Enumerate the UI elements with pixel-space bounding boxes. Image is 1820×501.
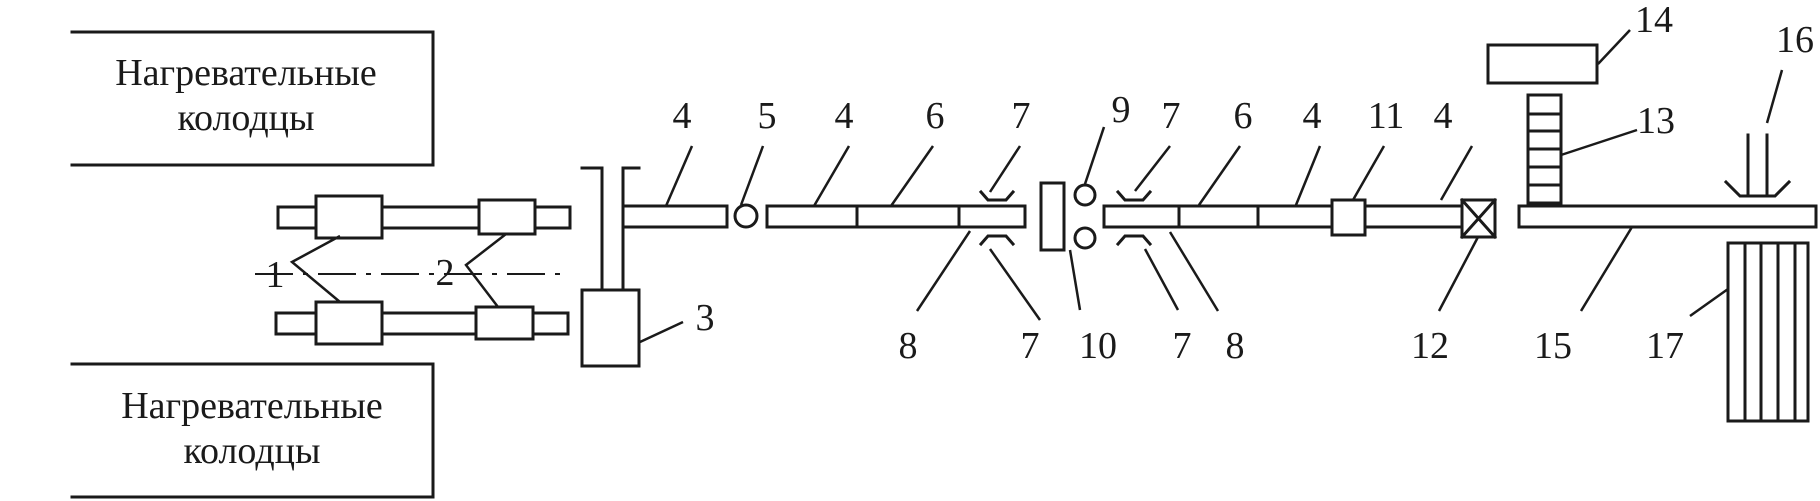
guide-7c <box>1115 189 1153 202</box>
label-17: 17 <box>1646 325 1684 367</box>
label-11: 11 <box>1368 95 1405 137</box>
guide-7d <box>1115 234 1153 247</box>
label-8a: 8 <box>899 325 918 367</box>
guide-7b <box>978 234 1016 247</box>
label-5: 5 <box>758 95 777 137</box>
label-15: 15 <box>1534 325 1572 367</box>
heating-pits-top-line1: Нагревательные <box>115 52 377 94</box>
shears-12 <box>1459 197 1498 240</box>
label-6a: 6 <box>926 95 945 137</box>
shears-11 <box>1330 198 1367 237</box>
label-7d: 7 <box>1173 325 1192 367</box>
label-7c: 7 <box>1162 95 1181 137</box>
mill-stand-10 <box>1039 181 1066 252</box>
heating-pits-top: Нагревательные колодцы <box>70 30 435 167</box>
label-10: 10 <box>1079 325 1117 367</box>
roll-9-lower <box>1073 226 1097 250</box>
label-6b: 6 <box>1234 95 1253 137</box>
heating-pits-bottom: Нагревательные колодцы <box>70 362 435 499</box>
guide-7a <box>978 189 1016 202</box>
label-7b: 7 <box>1021 325 1040 367</box>
label-9: 9 <box>1112 89 1131 131</box>
lower-roller-table <box>274 300 570 346</box>
output-roller-table-15 <box>1517 204 1818 229</box>
roll-9-upper <box>1073 183 1097 207</box>
label-8b: 8 <box>1226 325 1245 367</box>
stacker-16 <box>1723 133 1792 198</box>
label-14: 14 <box>1635 0 1673 41</box>
label-2: 2 <box>436 252 455 294</box>
ingot-car-1-upper <box>314 194 384 240</box>
cooling-bed-13 <box>1526 93 1563 205</box>
ingot-car-2-lower <box>474 305 535 341</box>
heating-pits-top-line2: колодцы <box>177 97 314 139</box>
billet-stack-17 <box>1726 241 1810 423</box>
upper-roller-table <box>276 194 572 240</box>
stamp-14 <box>1486 43 1599 85</box>
label-13: 13 <box>1637 100 1675 142</box>
ingot-car-2-upper <box>477 198 537 236</box>
ingot-car-1-lower <box>314 300 384 346</box>
label-4d: 4 <box>1434 95 1453 137</box>
heating-pits-bottom-line2: колодцы <box>183 430 320 472</box>
roller-table-segment-right <box>1102 204 1464 229</box>
label-7a: 7 <box>1012 95 1031 137</box>
label-4a: 4 <box>673 95 692 137</box>
label-3: 3 <box>696 297 715 339</box>
label-4b: 4 <box>835 95 854 137</box>
tilter-body <box>580 288 641 368</box>
heating-pits-bottom-line1: Нагревательные <box>121 385 383 427</box>
roller-table-segment-left <box>765 204 1027 229</box>
ingot-tilter <box>580 166 641 368</box>
scale-5 <box>733 203 759 229</box>
label-12: 12 <box>1411 325 1449 367</box>
roller-table-4a <box>621 204 729 229</box>
label-4c: 4 <box>1303 95 1322 137</box>
label-1: 1 <box>266 254 285 296</box>
label-16: 16 <box>1776 19 1814 61</box>
